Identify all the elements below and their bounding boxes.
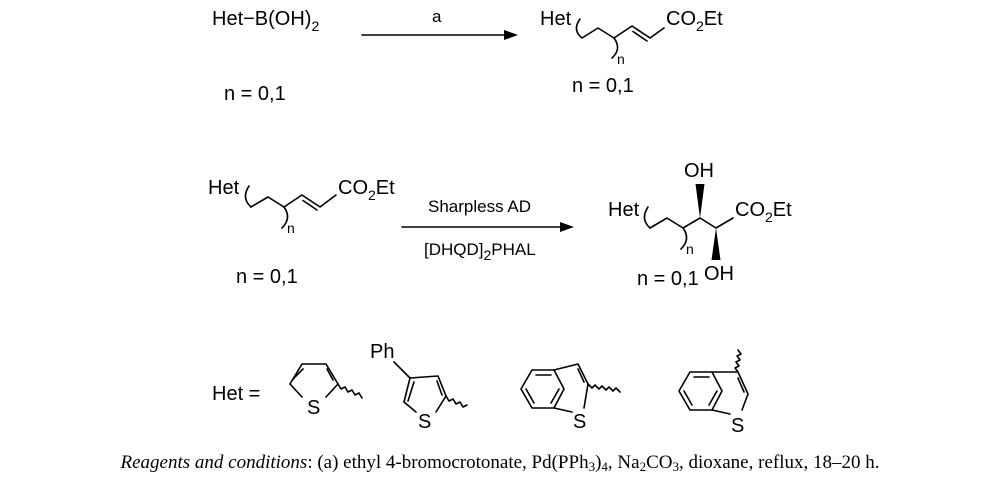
thiophene-2-bond-s-c [435,395,447,413]
thiophen-2-yl-structure: S [289,363,363,419]
product-1-chain-bond [581,27,615,39]
benzothiophene-1-bond-s-c [583,383,589,409]
caption-text-5: , dioxane, reflux, 18–20 h. [678,452,880,473]
reaction-2: Het n CO2Et n = 0,1 Sharpless AD [DHQD]2… [208,160,792,290]
benzothiophen-2-yl-structure: S [520,363,621,433]
product-1-ester-label: CO2Et [666,8,723,34]
benzothiophene-2-attachment-wavy-bond [734,349,742,373]
reactant-2-ester-label: CO2Et [338,177,395,203]
boronic-acid-label: Het−B(OH)2 [212,8,319,34]
thiophene-2-carbon-bonds-top [409,375,447,397]
product-2-n-subscript: n [686,241,694,257]
product-1-n-range: n = 0,1 [572,75,634,97]
product-2-diol-chain [682,217,734,229]
product-1-double-bond [632,30,648,42]
benzothiophene-1-aromatic-bond-c [550,388,560,404]
thiophene-2-bond-c-s [403,401,417,413]
benzothiophene-1-double-bond [577,368,585,383]
thiophene-1-double-bond-a [292,368,304,380]
phenyl-thiophen-2-yl-structure: Ph S [370,341,468,433]
thiophene-2-attachment-wavy-bond [445,395,468,408]
benzothiophene-2-bond-s-c [741,393,749,411]
product-2-paren-open [643,206,651,229]
product-1-het-label: Het [540,8,572,30]
reaction-arrow-2-head [560,222,574,232]
reactant-2-double-bond [302,199,318,211]
reagents-and-conditions-caption: Reagents and conditions: (a) ethyl 4-bro… [0,452,1000,474]
het-definition-label: Het = [212,383,260,405]
thiophene-2-double-bond-a [407,381,415,402]
reactant-2-n-subscript: n [287,220,295,236]
reactant-2-het-label: Het [208,177,240,199]
thiophene-1-attachment-wavy-bond [337,383,363,399]
product-1-alkene-chain [613,25,665,39]
reaction-1-condition: a [432,7,442,26]
phenyl-substituent-label: Ph [370,341,394,363]
reaction-arrow-1-head [504,30,518,40]
product-2-n-range: n = 0,1 [637,268,699,290]
caption-sub-3: 2 [639,459,647,474]
thiophene-2-sulfur-label: S [418,411,431,433]
benzothiophene-2-aromatic-bond-c [708,390,718,406]
phenyl-attachment-bond [393,361,411,379]
product-2-chain-bond [649,217,684,229]
caption-lead: Reagents and conditions [120,452,308,473]
reactant-1-n-range: n = 0,1 [224,83,286,105]
product-1-paren-open [575,18,583,39]
product-2-wedge-bond-top [695,184,705,218]
thiophene-1-bond-s-c [325,383,339,398]
benzothiophene-1-sulfur-label: S [573,411,586,433]
caption-text-3: , Na [607,452,640,473]
benzothiophene-2-bond-c-s [711,409,731,415]
reaction-2-condition-reagent: Sharpless AD [428,197,531,216]
benzothiophene-2-aromatic-bond-b [683,390,693,406]
thiophene-2-bond-left [403,377,411,403]
product-2-paren-close [680,227,688,250]
caption-sub-4: 3 [672,459,679,474]
product-2-hydroxyl-top: OH [684,160,714,182]
reactant-2-alkene-chain [283,194,337,208]
product-1-n-subscript: n [617,51,625,67]
product-2-hydroxyl-bottom: OH [704,263,734,285]
reactant-2-paren-open [244,185,252,208]
benzothiophene-1-thiophene-bonds [553,363,589,385]
thiophene-2-double-bond-b [436,380,443,396]
thiophene-1-carbon-bonds [289,363,339,385]
product-1-paren-close [611,37,619,59]
product-2-wedge-bond-bottom [711,228,721,260]
reactant-2-paren-close [281,206,289,229]
caption-text-4: CO [646,452,673,473]
benzothiophen-3-yl-structure: S [678,349,749,437]
caption-text-1: : (a) ethyl 4-bromocrotonate, Pd(PPh [307,452,589,473]
thiophene-1-bond-c-s [289,383,303,398]
benzothiophene-1-aromatic-bond-b [525,388,535,404]
benzothiophene-1-attachment-wavy-bond [587,383,621,393]
reaction-1: Het−B(OH)2 n = 0,1 a Het n CO2Et n = 0,1 [212,7,723,105]
caption-sub-1: 3 [588,459,596,474]
benzothiophene-2-sulfur-label: S [731,415,744,437]
product-2-het-label: Het [608,199,640,221]
thiophene-1-double-bond-b [326,368,334,381]
product-2-ester-label: CO2Et [735,199,792,225]
het-definitions: Het = S Ph S [212,341,749,437]
benzothiophene-1-bond-c-s [553,407,573,413]
caption-text-2: ) [595,452,602,473]
reactant-2-chain-bond [250,196,285,208]
caption-sub-2: 4 [601,459,608,474]
reaction-2-condition-ligand: [DHQD]2PHAL [424,240,536,263]
benzothiophene-2-double-bond [737,377,745,393]
reactant-2-n-range: n = 0,1 [236,266,298,288]
thiophene-1-sulfur-label: S [307,397,320,419]
